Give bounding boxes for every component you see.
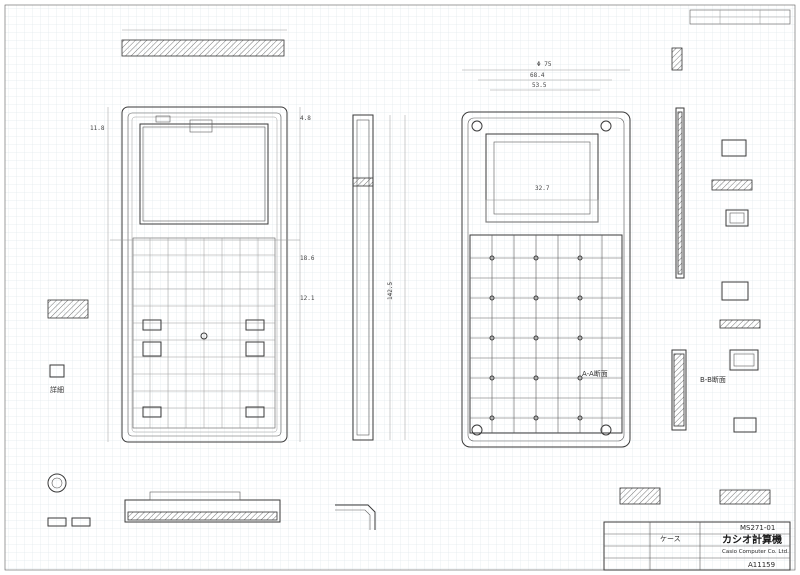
dim-left-2: 18.6 [300,255,315,262]
dim-sub-b: 53.5 [532,82,547,89]
display-window [139,123,269,225]
company-name: カシオ計算機 [722,533,782,546]
front-view-right [461,69,631,448]
dim-left-3: 12.1 [300,295,315,302]
top-section-strip [121,39,285,57]
detail-label: 詳細 [50,385,64,394]
sheet-border [4,4,796,571]
drawing-number: MS271-01 [740,524,775,532]
bottom-section-view [124,491,376,530]
dim-width-top: Φ 75 [537,61,552,68]
title-block [603,521,791,571]
part-name: ケース [660,535,681,543]
side-view [352,114,406,441]
section-a-label: A-A断面 [582,369,608,378]
company-name-en: Casio Computer Co. Ltd. [722,549,789,555]
dim-left-1: 4.8 [300,115,311,122]
dim-sub-c: 32.7 [535,185,550,192]
front-view-left [107,29,301,443]
side-height-dim: 142.5 [387,282,394,300]
sheet-number: A11159 [748,561,775,569]
section-b-label: B-B断面 [700,375,726,384]
graph-grid [5,5,795,570]
detail-sections-left [47,299,91,527]
dim-left-4: 11.8 [90,125,105,132]
revision-table [689,9,791,25]
dim-sub-a: 68.4 [530,72,545,79]
detail-sections-right [619,47,771,505]
